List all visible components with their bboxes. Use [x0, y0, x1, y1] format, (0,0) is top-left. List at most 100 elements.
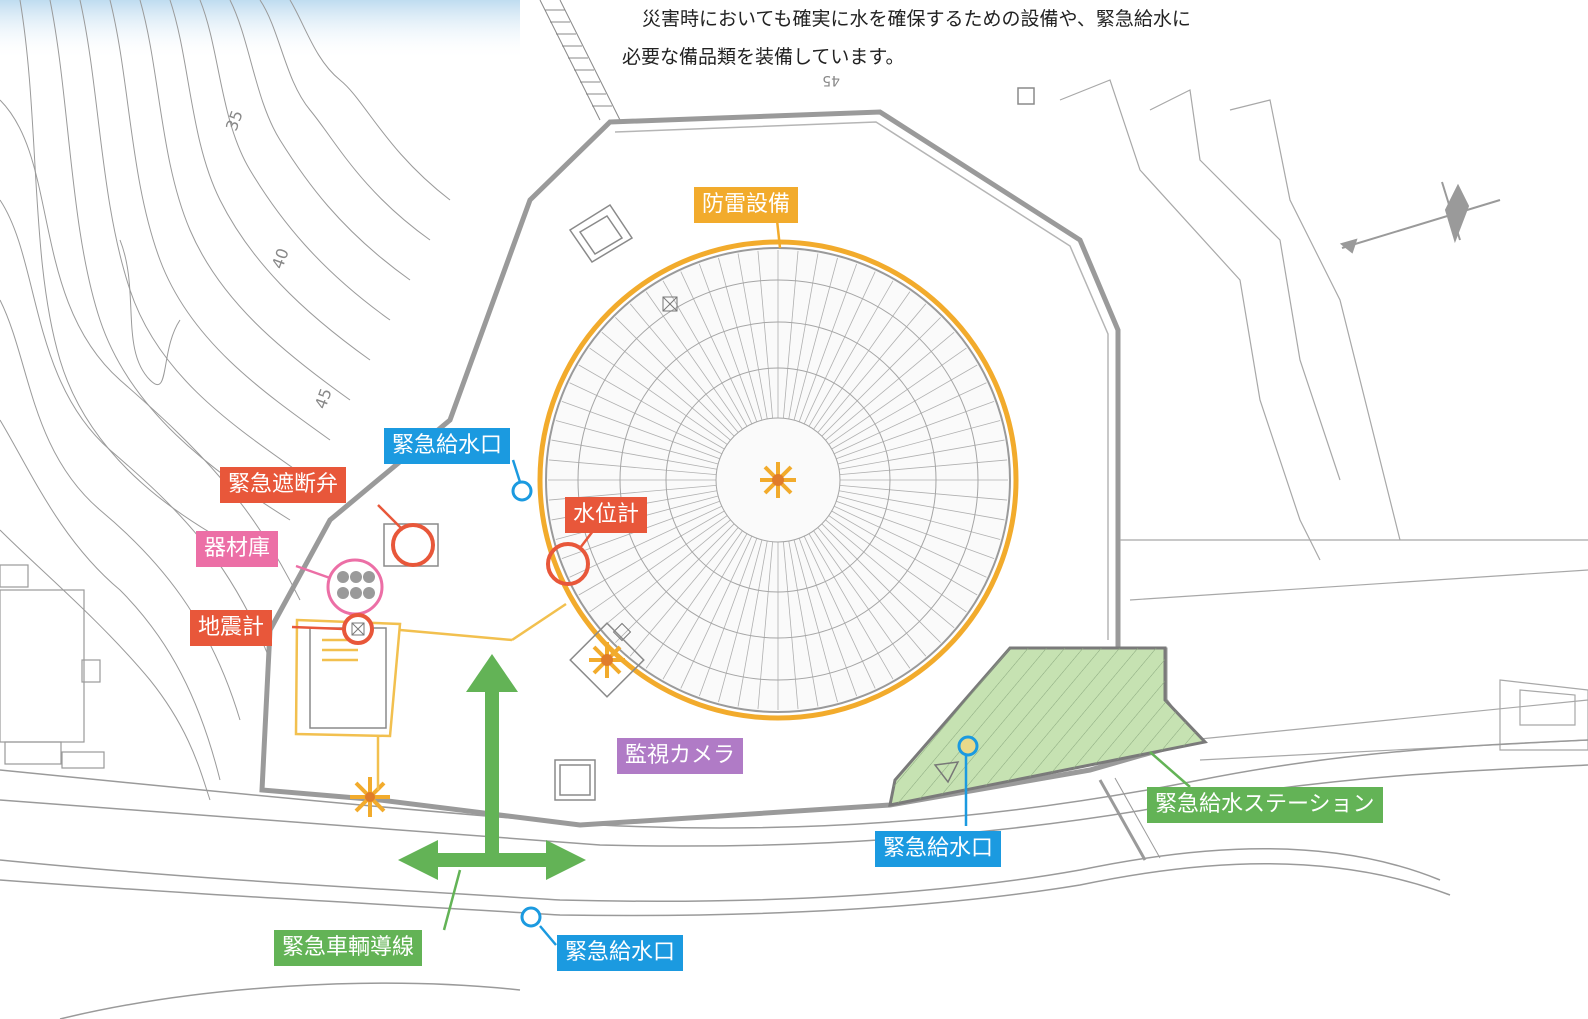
stairs: [539, 0, 621, 121]
label-vehicle-route: 緊急車輌導線: [274, 930, 423, 966]
land-parcels: [1059, 79, 1588, 761]
tank-spoke: [555, 420, 719, 465]
tank-spoke: [834, 382, 987, 455]
tank-spoke: [837, 420, 1001, 465]
tank-spoke: [838, 490, 1005, 521]
tank-spoke: [793, 539, 838, 703]
tank-spoke: [662, 533, 748, 680]
seismometer-marker: [342, 613, 374, 645]
tank-spoke: [783, 541, 799, 710]
tank-spoke: [578, 510, 725, 596]
tank-spoke: [825, 519, 955, 629]
left-buildings: [0, 564, 105, 769]
tank-spoke: [793, 257, 838, 421]
tank-spoke: [718, 539, 763, 703]
tank-spoke: [798, 538, 858, 697]
vehicle-route-arrow-icon: [432, 690, 552, 867]
contour-number-35: 35: [222, 108, 247, 134]
label-shutoff-valve: 緊急遮断弁: [220, 467, 347, 503]
site-boundary-wall: [259, 109, 1200, 828]
equipment-storage-icon: [326, 558, 384, 616]
tank-spoke: [615, 523, 735, 643]
tank-spoke: [817, 527, 927, 657]
intro-text: 災害時においても確実に水を確保するための設備や、緊急給水に 必要な備品類を装備し…: [622, 0, 1322, 76]
tank-spoke: [645, 530, 743, 669]
intro-line-2: 必要な備品類を装備しています。: [622, 46, 905, 68]
tank-spoke: [757, 541, 773, 710]
lightning-protection-ring: [537, 239, 1019, 721]
tank-spoke: [828, 515, 967, 613]
tank-spoke: [589, 515, 728, 613]
intro-line-1: 災害時においても確実に水を確保するための設備や、緊急給水に: [642, 8, 1191, 30]
water-level-gauge-marker: [546, 542, 590, 586]
tank-spoke: [836, 400, 995, 460]
tank-spoke: [551, 439, 718, 470]
tank-spoke: [828, 347, 967, 445]
tank-spoke: [837, 495, 1001, 540]
tank-spoke: [803, 536, 876, 689]
tank-spoke: [821, 523, 941, 643]
tank-spoke: [698, 538, 758, 697]
contour-number-40: 40: [268, 246, 293, 272]
tank-spoke: [680, 271, 753, 424]
tank-spoke: [629, 303, 739, 433]
label-water-outlet-right: 緊急給水口: [875, 831, 1002, 867]
tank-spoke: [839, 459, 1008, 475]
water-outlet-marker-right: [957, 735, 979, 757]
contour-number-45-top: 45: [822, 72, 840, 88]
tank-spoke: [645, 291, 743, 430]
tank-spoke: [578, 364, 725, 450]
tank-spoke: [838, 439, 1005, 470]
lightning-rod-icon: [760, 462, 796, 498]
contour-number-45: 45: [311, 386, 336, 412]
lightning-rod-icon: [569, 622, 645, 698]
tank-spoke: [561, 400, 720, 460]
seismometer-enclosure: [294, 602, 567, 790]
label-lightning-protection: 防雷設備: [694, 187, 799, 223]
tank-spoke: [569, 505, 722, 578]
tank-spoke: [831, 510, 978, 596]
tank-spoke: [788, 253, 819, 420]
tank-spoke: [698, 263, 758, 422]
lightning-rod-icon: [350, 777, 390, 817]
tank-spoke: [834, 505, 987, 578]
label-seismometer: 地震計: [190, 610, 273, 646]
tank-spoke: [788, 540, 819, 707]
tank-spoke: [813, 530, 911, 669]
vehicle-route-arrowheads: [398, 654, 586, 880]
tank-spoke: [813, 291, 911, 430]
callout-lines: [291, 219, 1191, 946]
tank-spoke: [680, 536, 753, 689]
label-water-station: 緊急給水ステーション: [1147, 787, 1383, 823]
tank-spoke: [808, 280, 894, 427]
tank-spoke: [839, 485, 1008, 501]
tank-spoke: [589, 347, 728, 445]
tank-spoke: [601, 519, 731, 629]
tank-spoke: [601, 331, 731, 441]
tank-spoke: [783, 250, 799, 419]
tank-spoke: [798, 263, 858, 422]
label-water-level-gauge: 水位計: [565, 497, 648, 533]
tank-spoke: [817, 303, 927, 433]
tank-spoke: [836, 500, 995, 560]
tank-spoke: [569, 382, 722, 455]
roads: [0, 739, 1588, 1019]
compass-icon: [1339, 181, 1501, 254]
water-outlet-marker-top: [511, 480, 533, 502]
water-outlet-marker-bottom: [520, 906, 542, 928]
tank-spoke: [718, 257, 763, 421]
label-water-outlet-top: 緊急給水口: [384, 428, 511, 464]
tank-spoke: [831, 364, 978, 450]
label-equipment-storage: 器材庫: [196, 531, 279, 567]
tank-spoke: [737, 540, 768, 707]
tank-spoke: [821, 317, 941, 437]
tank-spoke: [808, 533, 894, 680]
label-water-outlet-bottom: 緊急給水口: [557, 935, 684, 971]
tank-spoke: [803, 271, 876, 424]
tank-spoke: [629, 527, 739, 657]
shutoff-valve-marker: [391, 523, 435, 567]
tank-spoke: [757, 250, 773, 419]
tank-spoke: [548, 459, 717, 475]
sky-background: [0, 0, 520, 60]
